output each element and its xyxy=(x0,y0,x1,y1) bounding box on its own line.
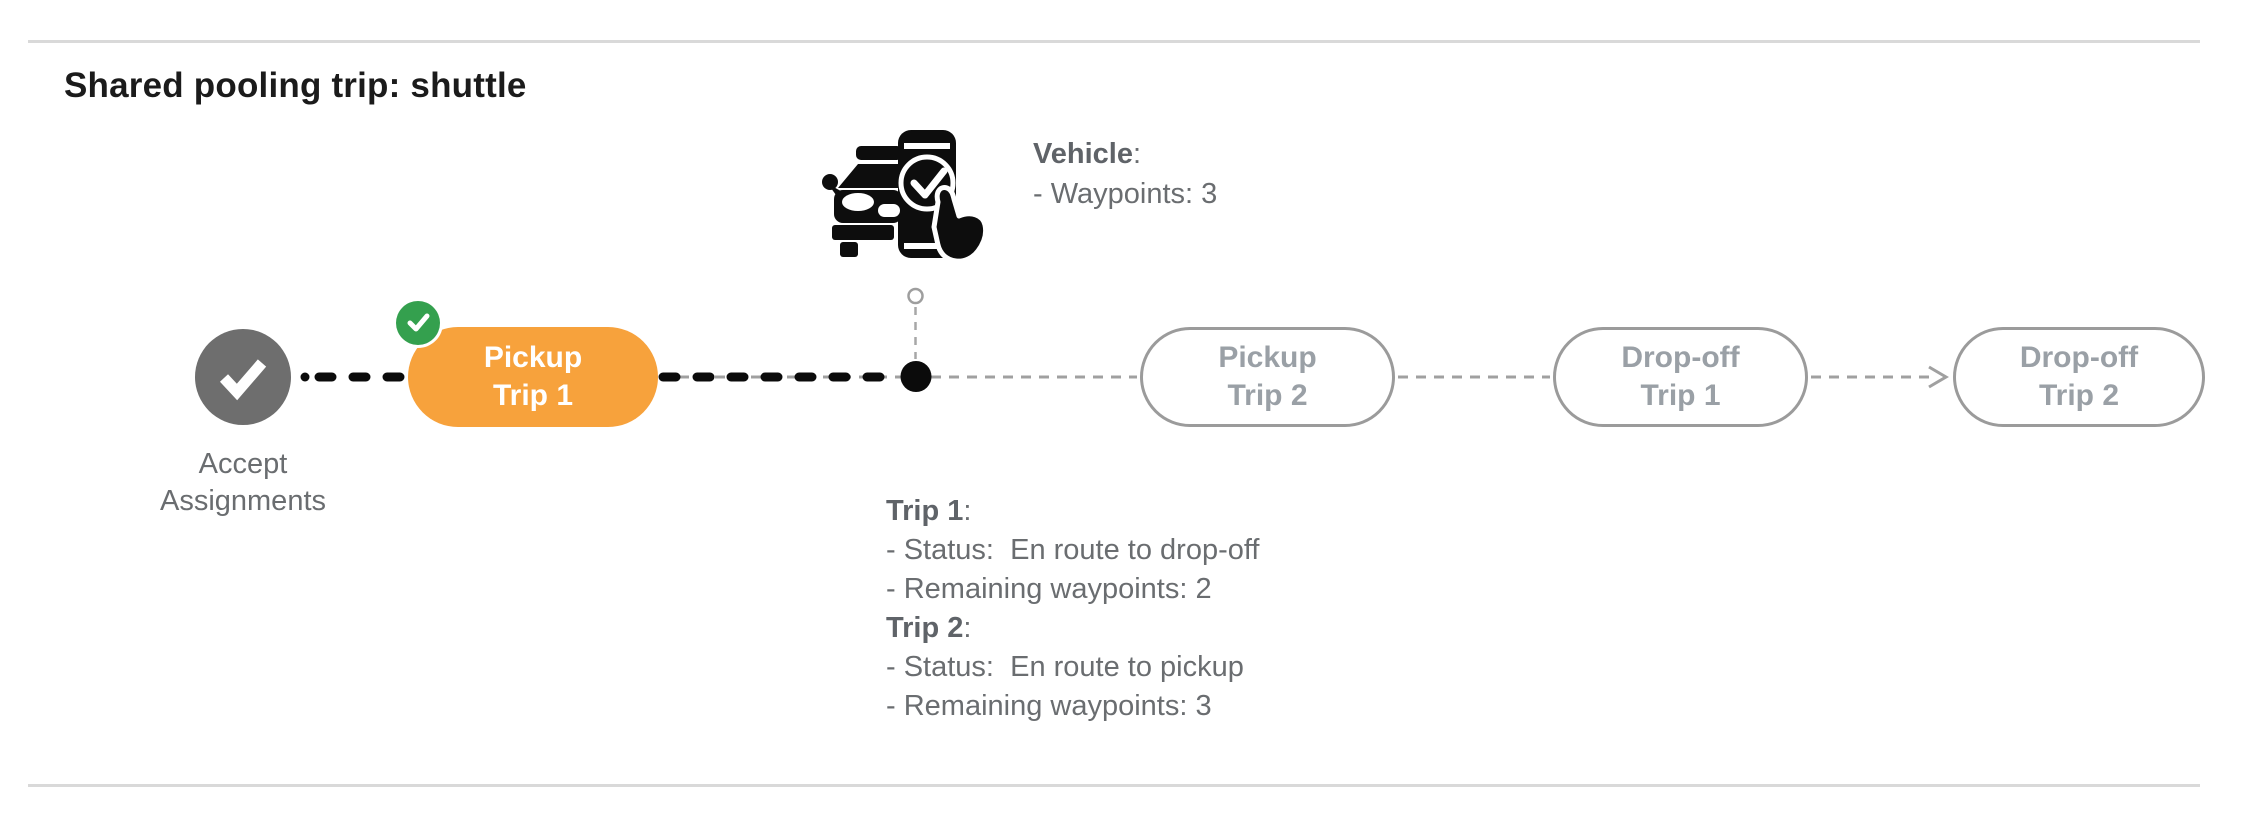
trip1-waypoints-line: - Remaining waypoints: 2 xyxy=(886,573,1212,605)
node-pickup-trip-2: Pickup Trip 2 xyxy=(1140,327,1395,427)
node-dropoff-trip-1: Drop-off Trip 1 xyxy=(1553,327,1808,427)
trip-info: Trip 1: - Status: En route to drop-off -… xyxy=(886,492,1259,726)
page-title: Shared pooling trip: shuttle xyxy=(64,66,527,105)
vehicle-info-heading: Vehicle: xyxy=(1033,138,1142,170)
node-pickup-trip-1: Pickup Trip 1 xyxy=(408,327,658,427)
vehicle-waypoints-line: - Waypoints: 3 xyxy=(1033,178,1218,210)
trip2-status-line: - Status: En route to pickup xyxy=(886,651,1244,683)
dash-start-dot xyxy=(300,372,310,382)
current-position-dot xyxy=(900,361,932,392)
pill-label-line2: Trip 1 xyxy=(1640,379,1721,412)
pill-label-line1: Drop-off xyxy=(2019,341,2139,374)
pill-label-line2: Trip 1 xyxy=(492,379,574,412)
pill-label-line2: Trip 2 xyxy=(2038,379,2120,412)
pill-label-line2: Trip 2 xyxy=(1227,379,1308,412)
pill-label-line1: Drop-off xyxy=(1621,341,1740,374)
arrow-head-icon xyxy=(1928,365,1949,389)
trip1-heading: Trip 1: xyxy=(886,495,972,527)
accept-assignments-label: Accept Assignments xyxy=(159,448,326,517)
pill-label-line1: Pickup xyxy=(1218,341,1317,374)
vehicle-info: Vehicle: - Waypoints: 3 xyxy=(1033,134,1217,214)
bottom-divider xyxy=(28,784,2200,787)
completed-badge xyxy=(396,301,440,345)
check-icon xyxy=(407,313,430,332)
vehicle-anchor-circle xyxy=(907,287,924,305)
node-accept-assignments xyxy=(195,329,291,425)
trip1-status-line: - Status: En route to drop-off xyxy=(886,534,1260,566)
top-divider xyxy=(28,40,2200,43)
vehicle-phone-check-icon xyxy=(822,130,984,264)
trip2-waypoints-line: - Remaining waypoints: 3 xyxy=(886,690,1212,722)
node-dropoff-trip-2: Drop-off Trip 2 xyxy=(1953,327,2205,427)
trip2-heading: Trip 2: xyxy=(886,612,972,644)
pill-label-line1: Pickup xyxy=(483,341,583,374)
check-icon xyxy=(219,359,267,401)
